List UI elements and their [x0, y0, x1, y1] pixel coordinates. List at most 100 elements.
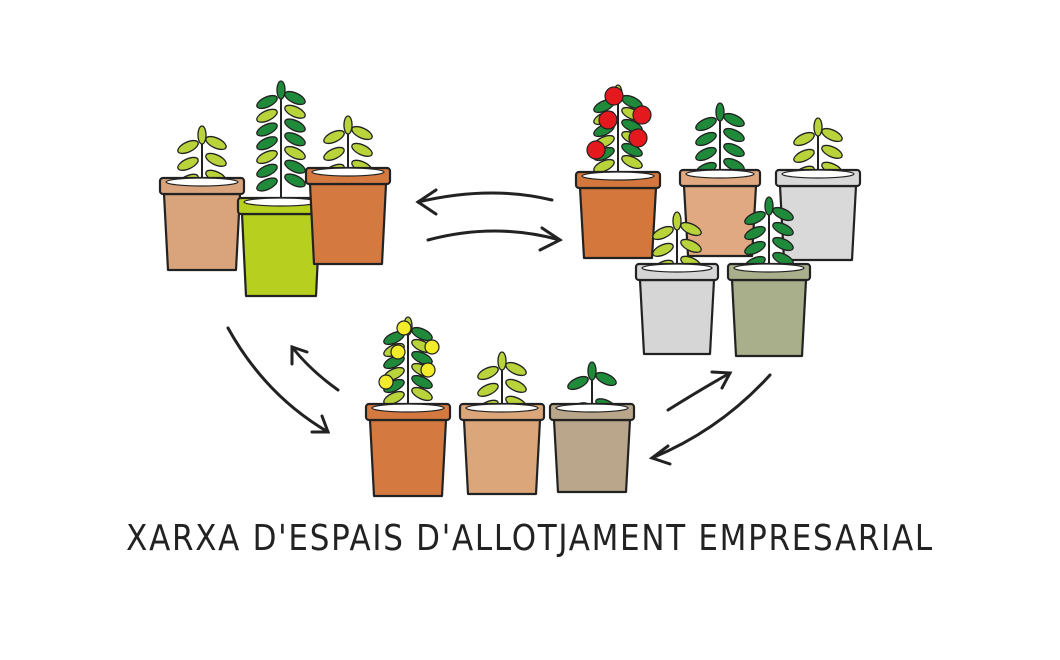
- leaf-icon: [477, 382, 499, 397]
- arrows-layer: [226, 188, 772, 466]
- plant-pot: [458, 351, 546, 496]
- yellow-fruit-icon: [420, 362, 436, 378]
- leaf-icon: [505, 361, 527, 377]
- leaf-icon: [680, 238, 702, 253]
- caption-title: XARXA D'ESPAIS D'ALLOTJAMENT EMPRESARIAL: [126, 518, 934, 559]
- leaf-icon: [715, 102, 725, 122]
- leaf-icon: [821, 127, 843, 143]
- leaf-icon: [821, 144, 843, 159]
- group-top-left: [158, 80, 392, 298]
- plant-icon: [177, 125, 227, 188]
- pot-body: [638, 278, 716, 356]
- plant-pot: [304, 115, 392, 266]
- arrow-down-right-icon: [226, 326, 331, 434]
- pot-soil: [555, 403, 629, 413]
- plant-pot: [574, 84, 662, 260]
- leaf-icon: [351, 142, 373, 157]
- plant-pot: [158, 125, 246, 272]
- leaf-icon: [695, 116, 717, 132]
- arrow-up-right-icon: [666, 370, 733, 412]
- leaf-icon: [284, 132, 306, 147]
- leaf-icon: [256, 149, 278, 165]
- leaf-icon: [284, 145, 306, 161]
- pot-body: [162, 192, 242, 272]
- leaf-icon: [723, 127, 745, 143]
- pot-body: [552, 418, 632, 494]
- leaf-icon: [744, 225, 766, 241]
- pot-soil: [641, 263, 713, 273]
- leaf-icon: [621, 154, 643, 170]
- group-bottom: [364, 316, 636, 498]
- plant-icon: [256, 80, 306, 206]
- leaf-icon: [256, 163, 278, 178]
- pot-body: [368, 418, 448, 498]
- red-fruit-icon: [628, 128, 648, 148]
- plant-pot: [774, 117, 862, 262]
- leaf-icon: [672, 211, 682, 231]
- leaf-icon: [772, 236, 794, 252]
- leaf-icon: [284, 118, 306, 133]
- pot-soil: [685, 169, 755, 179]
- leaf-icon: [477, 365, 499, 381]
- leaf-icon: [197, 125, 207, 145]
- plant-pot: [548, 361, 636, 494]
- pot-soil: [371, 403, 445, 413]
- yellow-fruit-icon: [424, 339, 440, 355]
- leaf-icon: [595, 371, 617, 387]
- leaf-icon: [256, 177, 278, 192]
- pot-body: [462, 418, 542, 496]
- group-top-right: [574, 84, 862, 358]
- leaf-icon: [177, 139, 199, 155]
- pots-layer: [158, 80, 862, 498]
- pot-soil: [581, 171, 655, 181]
- leaf-icon: [323, 129, 345, 145]
- leaf-icon: [284, 173, 306, 188]
- plant-icon: [793, 117, 843, 180]
- leaf-icon: [343, 115, 353, 135]
- yellow-fruit-icon: [396, 320, 412, 336]
- leaf-icon: [256, 122, 278, 137]
- leaf-icon: [284, 90, 306, 106]
- leaf-icon: [723, 142, 745, 158]
- leaf-icon: [793, 148, 815, 163]
- leaf-icon: [764, 196, 774, 216]
- leaf-icon: [695, 146, 717, 162]
- pot-soil: [733, 263, 805, 273]
- red-fruit-icon: [632, 105, 652, 125]
- plant-pot: [634, 211, 720, 356]
- pot-body: [578, 186, 658, 260]
- leaf-icon: [593, 158, 615, 174]
- pot-soil: [311, 167, 385, 177]
- leaf-icon: [813, 117, 823, 137]
- pot-soil: [781, 169, 855, 179]
- leaf-icon: [793, 131, 815, 147]
- leaf-icon: [256, 94, 278, 110]
- pot-body: [240, 212, 322, 298]
- leaf-icon: [772, 221, 794, 237]
- arrow-right-icon: [426, 226, 563, 252]
- pot-body: [730, 278, 808, 358]
- arrow-left-icon: [415, 188, 554, 216]
- leaf-icon: [351, 125, 373, 141]
- plant-icon: [586, 84, 652, 180]
- leaf-icon: [567, 375, 589, 391]
- leaf-icon: [744, 240, 766, 256]
- arrow-down-left-icon: [648, 373, 772, 466]
- plant-pot: [236, 80, 326, 298]
- pot-soil: [243, 197, 319, 207]
- plant-icon: [378, 316, 440, 412]
- leaf-icon: [505, 378, 527, 393]
- plant-icon: [695, 102, 745, 178]
- leaf-icon: [205, 135, 227, 151]
- leaf-icon: [587, 361, 597, 381]
- plant-pot: [364, 316, 452, 498]
- pot-soil: [465, 403, 539, 413]
- leaf-icon: [652, 225, 674, 241]
- red-fruit-icon: [586, 140, 606, 160]
- leaf-icon: [411, 350, 433, 366]
- leaf-icon: [284, 159, 306, 174]
- red-fruit-icon: [604, 86, 624, 106]
- yellow-fruit-icon: [378, 374, 394, 390]
- leaf-icon: [652, 242, 674, 257]
